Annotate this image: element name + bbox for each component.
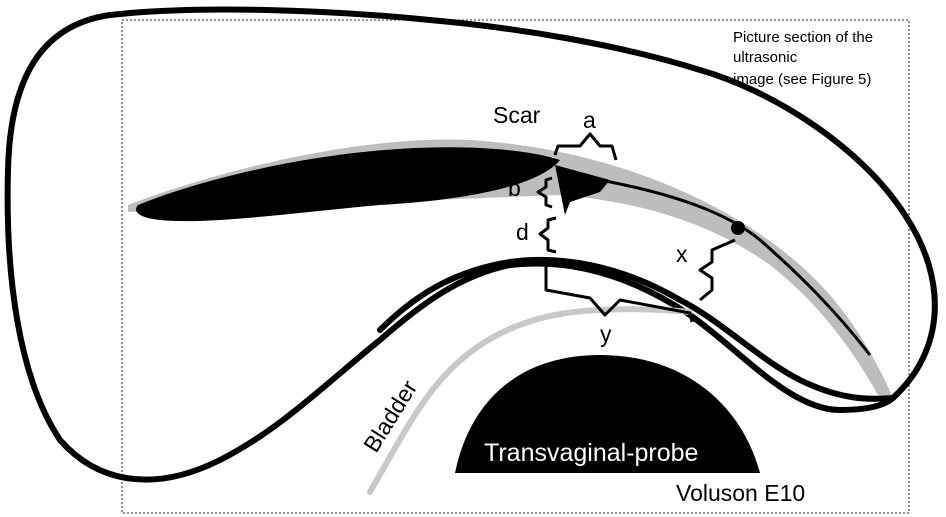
brace-y xyxy=(544,262,694,323)
label-transvaginal-probe: Transvaginal-probe xyxy=(484,439,698,467)
picture-section-note-line-1: Picture section of the xyxy=(733,29,873,46)
label-x: x xyxy=(676,241,688,267)
bladder-line xyxy=(367,306,693,495)
label-a: a xyxy=(583,107,596,133)
label-voluson-e10: Voluson E10 xyxy=(676,480,805,506)
brace-b xyxy=(536,176,553,209)
scar-line xyxy=(599,178,872,356)
inner-wall-curve xyxy=(377,256,896,402)
uterus-outline xyxy=(4,6,938,483)
label-scar: Scar xyxy=(493,102,541,128)
brace-x xyxy=(698,238,736,302)
measure-point xyxy=(731,221,745,235)
picture-section-frame xyxy=(121,19,910,514)
picture-section-note-line-3: image (see Figure 5) xyxy=(733,71,871,88)
transvaginal-probe-shape xyxy=(455,355,760,473)
niche-wedge xyxy=(555,165,610,215)
picture-section-note-line-2: ultrasonic xyxy=(733,49,798,66)
brace-a xyxy=(553,132,618,161)
brace-d xyxy=(538,216,557,254)
label-b: b xyxy=(508,175,521,201)
niche-left xyxy=(136,147,561,222)
label-d: d xyxy=(516,219,529,245)
label-y: y xyxy=(600,321,612,347)
